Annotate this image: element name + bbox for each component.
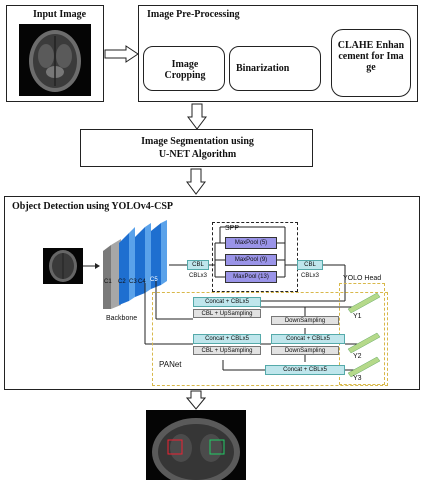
concat-cblx5-1: Concat + CBLx5 <box>193 297 261 307</box>
detection-panel: Object Detection using YOLOv4-CSP C1 C2 … <box>4 196 420 390</box>
concat-cblx5-4: Concat + CBLx5 <box>265 365 345 375</box>
preprocessing-title: Image Pre-Processing <box>147 9 240 20</box>
cblx3-left-label: CBLx3 <box>189 273 208 279</box>
output-y2: Y2 <box>353 353 362 360</box>
image-cropping-step: Image Cropping <box>143 46 225 91</box>
spp-region <box>212 222 298 292</box>
output-y1: Y1 <box>353 313 362 320</box>
arrow-to-backbone <box>83 263 100 269</box>
backbone-layers <box>103 220 167 309</box>
maxpool-5: MaxPool (5) <box>225 237 277 249</box>
output-y3: Y3 <box>353 375 362 382</box>
cbl-upsampling-2: CBL + UpSampling <box>193 346 261 355</box>
input-image-panel: Input Image <box>6 5 104 102</box>
panet-region <box>152 292 388 386</box>
label-c2: C2 <box>118 279 126 285</box>
cblx3-right-label: CBLx3 <box>301 273 320 279</box>
maxpool-13: MaxPool (13) <box>225 271 277 283</box>
concat-cblx5-3: Concat + CBLx5 <box>271 334 345 344</box>
detection-connectors <box>144 226 360 371</box>
preprocessing-panel: Image Pre-Processing Image Cropping Bina… <box>138 5 418 102</box>
detection-title: Object Detection using YOLOv4-CSP <box>12 201 174 212</box>
detection-input-image <box>43 248 83 284</box>
arrow-detect-to-output <box>186 390 206 410</box>
downsampling-1: DownSampling <box>271 316 339 325</box>
arrow-preproc-to-seg <box>187 103 207 130</box>
label-c5: C5 <box>150 277 158 283</box>
arrow-seg-to-detect <box>186 168 206 195</box>
cbl-left: CBL <box>187 260 209 270</box>
panet-label: PANet <box>159 360 182 369</box>
spp-label: SPP <box>225 225 240 232</box>
brain-mri-input <box>19 24 91 96</box>
cbl-upsampling-1: CBL + UpSampling <box>193 309 261 318</box>
segmentation-panel: Image Segmentation using U-NET Algorithm <box>80 129 313 167</box>
maxpool-9: MaxPool (9) <box>225 254 277 266</box>
yolo-head-bars <box>347 292 381 378</box>
clahe-step: CLAHE Enhancement for Image <box>331 29 411 97</box>
brain-mri-output <box>146 410 246 480</box>
yolo-head-label: YOLO Head <box>343 275 382 282</box>
label-c1: C1 <box>104 279 112 285</box>
binarization-step: Binarization <box>229 46 321 91</box>
concat-cblx5-2: Concat + CBLx5 <box>193 334 261 344</box>
label-c3: C3 <box>129 279 137 285</box>
downsampling-2: DownSampling <box>271 346 339 355</box>
input-image-title: Input Image <box>33 9 87 20</box>
arrow-input-to-preproc <box>104 45 139 63</box>
cbl-right: CBL <box>297 260 323 270</box>
label-c4: C4 <box>138 279 146 285</box>
backbone-label: Backbone <box>106 315 138 322</box>
